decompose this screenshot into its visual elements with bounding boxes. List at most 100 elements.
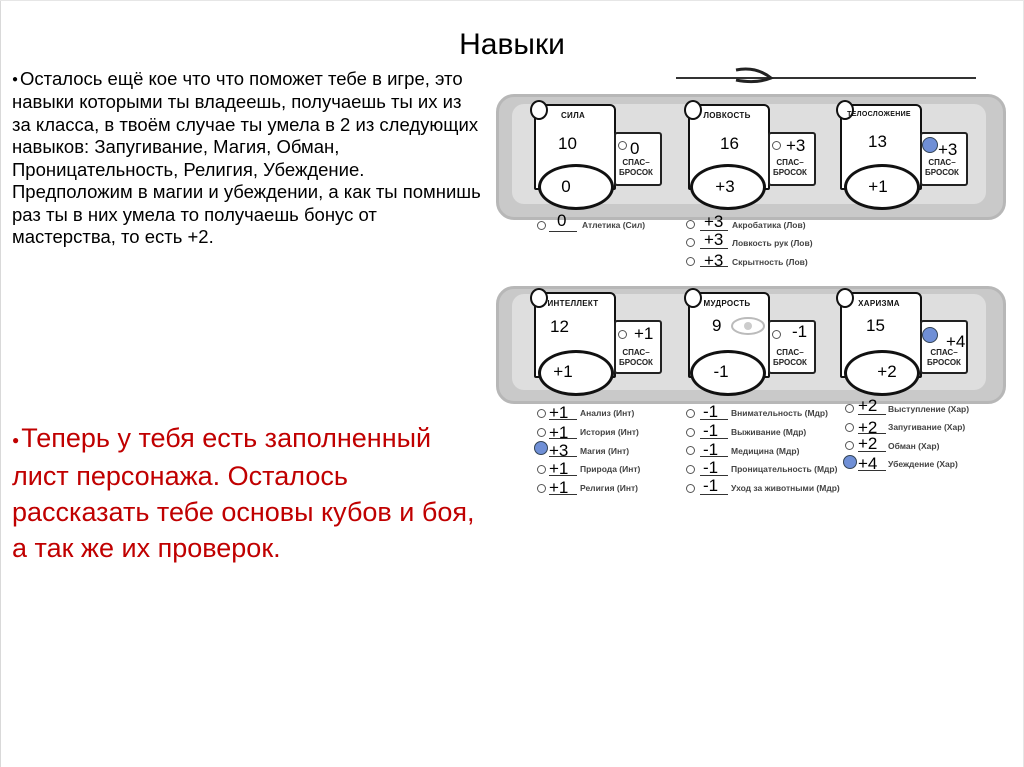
ability-modifier-oval xyxy=(844,164,920,210)
ability-modifier[interactable]: +1 xyxy=(553,362,573,381)
ability-modifier[interactable]: -1 xyxy=(713,362,729,381)
skill-proficiency-circle[interactable] xyxy=(686,428,695,437)
skill-proficiency-dot[interactable] xyxy=(534,441,548,455)
ability-modifier[interactable]: +3 xyxy=(715,177,735,196)
skill-value[interactable]: -1 xyxy=(703,458,719,477)
skill-name: Скрытность (Лов) xyxy=(732,257,808,267)
skill-value[interactable]: +1 xyxy=(549,459,569,478)
skill-value[interactable]: -1 xyxy=(703,476,719,495)
ability-name: МУДРОСТЬ xyxy=(703,299,751,308)
saving-throw-value[interactable]: +3 xyxy=(786,136,806,155)
eye-icon xyxy=(731,317,765,335)
skill-value-line xyxy=(700,266,728,267)
skill-proficiency-circle[interactable] xyxy=(686,446,695,455)
skill-value[interactable]: +1 xyxy=(549,403,569,422)
ability-name: ХАРИЗМА xyxy=(858,299,900,308)
skill-name: Акробатика (Лов) xyxy=(732,220,806,230)
skill-proficiency-circle[interactable] xyxy=(845,441,854,450)
skill-value-line xyxy=(700,475,728,476)
ability-modifier-oval xyxy=(538,164,614,210)
ability-score[interactable]: 16 xyxy=(720,134,739,153)
skill-proficiency-circle[interactable] xyxy=(686,409,695,418)
skill-value-line xyxy=(549,438,577,439)
skill-proficiency-circle[interactable] xyxy=(537,409,546,418)
intro-text: Осталось ещё кое что что поможет тебе в … xyxy=(12,68,481,248)
ability-score[interactable]: 13 xyxy=(868,132,887,151)
slide-title: Навыки xyxy=(459,28,565,61)
skill-name: Медицина (Мдр) xyxy=(731,446,800,456)
saving-throw-label: СПАС– БРОСОК xyxy=(773,158,807,177)
saving-throw-proficiency-circle[interactable] xyxy=(772,141,781,150)
ability-modifier[interactable]: 0 xyxy=(561,177,571,196)
saving-throw-proficiency-circle[interactable] xyxy=(618,141,627,150)
ability-modifier-oval xyxy=(844,350,920,396)
skill-value-line xyxy=(858,433,886,434)
skill-proficiency-circle[interactable] xyxy=(845,404,854,413)
skill-proficiency-circle[interactable] xyxy=(537,465,546,474)
saving-throw-value[interactable]: +4 xyxy=(946,332,966,351)
skill-name: Убеждение (Хар) xyxy=(888,459,958,469)
skill-proficiency-circle[interactable] xyxy=(537,221,546,230)
skill-value[interactable]: +2 xyxy=(858,396,878,415)
skill-proficiency-circle[interactable] xyxy=(686,220,695,229)
skill-proficiency-circle[interactable] xyxy=(845,423,854,432)
skill-name: Ловкость рук (Лов) xyxy=(732,238,813,248)
saving-throw-proficiency-circle[interactable] xyxy=(618,330,627,339)
saving-throw-label: СПАС– БРОСОК xyxy=(773,348,807,367)
skill-name: Проницательность (Мдр) xyxy=(731,464,838,474)
skill-value[interactable]: +1 xyxy=(549,423,569,442)
skill-name: История (Инт) xyxy=(580,427,639,437)
saving-throw-proficiency-dot[interactable] xyxy=(922,327,938,343)
skill-value-line xyxy=(549,231,577,232)
ability-score[interactable]: 9 xyxy=(712,316,722,335)
ability-score[interactable]: 15 xyxy=(866,316,885,335)
saving-throw-proficiency-circle[interactable] xyxy=(772,330,781,339)
skill-proficiency-circle[interactable] xyxy=(686,257,695,266)
saving-throw-value[interactable]: +3 xyxy=(938,140,958,159)
skill-value-line xyxy=(700,438,728,439)
skill-proficiency-circle[interactable] xyxy=(537,484,546,493)
skill-value-line xyxy=(549,419,577,420)
ability-score[interactable]: 12 xyxy=(550,317,569,336)
skill-value[interactable]: +4 xyxy=(858,454,878,473)
skill-value[interactable]: -1 xyxy=(703,440,719,459)
skill-proficiency-circle[interactable] xyxy=(686,484,695,493)
skill-value[interactable]: +2 xyxy=(858,434,878,453)
skill-value[interactable]: +1 xyxy=(549,478,569,497)
skill-proficiency-circle[interactable] xyxy=(686,465,695,474)
skill-value[interactable]: +3 xyxy=(704,230,724,249)
saving-throw-label: СПАС– БРОСОК xyxy=(925,158,959,177)
saving-throw-label: СПАС– БРОСОК xyxy=(927,348,961,367)
skill-value[interactable]: 0 xyxy=(557,211,567,230)
saving-throw-label: СПАС– БРОСОК xyxy=(619,348,653,367)
skill-value[interactable]: -1 xyxy=(703,421,719,440)
saving-throw-value[interactable]: 0 xyxy=(630,139,640,158)
skill-proficiency-circle[interactable] xyxy=(686,238,695,247)
skill-name: Уход за животными (Мдр) xyxy=(731,483,840,493)
ability-name: СИЛА xyxy=(560,111,586,120)
saving-throw-value[interactable]: -1 xyxy=(792,322,808,341)
skill-name: Выступление (Хар) xyxy=(888,404,970,414)
skill-value-line xyxy=(549,494,577,495)
skill-value[interactable]: +3 xyxy=(549,441,569,460)
skill-value[interactable]: +3 xyxy=(704,251,724,270)
intro-paragraph: ●Осталось ещё кое что что поможет тебе в… xyxy=(12,68,482,249)
skill-proficiency-dot[interactable] xyxy=(843,455,857,469)
skill-value[interactable]: +3 xyxy=(704,212,724,231)
summary-paragraph: ●Теперь у тебя есть заполненный лист пер… xyxy=(12,420,492,566)
ability-modifier[interactable]: +1 xyxy=(868,177,888,196)
skill-value-line xyxy=(700,419,728,420)
ability-modifier[interactable]: +2 xyxy=(877,362,897,381)
skill-value-line xyxy=(858,470,886,471)
skill-name: Магия (Инт) xyxy=(580,446,630,456)
skill-proficiency-circle[interactable] xyxy=(537,428,546,437)
skill-name: Религия (Инт) xyxy=(580,483,638,493)
ability-modifier-oval xyxy=(690,350,766,396)
skill-value[interactable]: +2 xyxy=(858,418,878,437)
saving-throw-value[interactable]: +1 xyxy=(634,324,654,343)
skill-value[interactable]: -1 xyxy=(703,402,719,421)
ability-score[interactable]: 10 xyxy=(558,134,577,153)
bullet-icon: ● xyxy=(12,73,19,85)
slide-border-left xyxy=(0,0,1,767)
saving-throw-proficiency-dot[interactable] xyxy=(922,137,938,153)
